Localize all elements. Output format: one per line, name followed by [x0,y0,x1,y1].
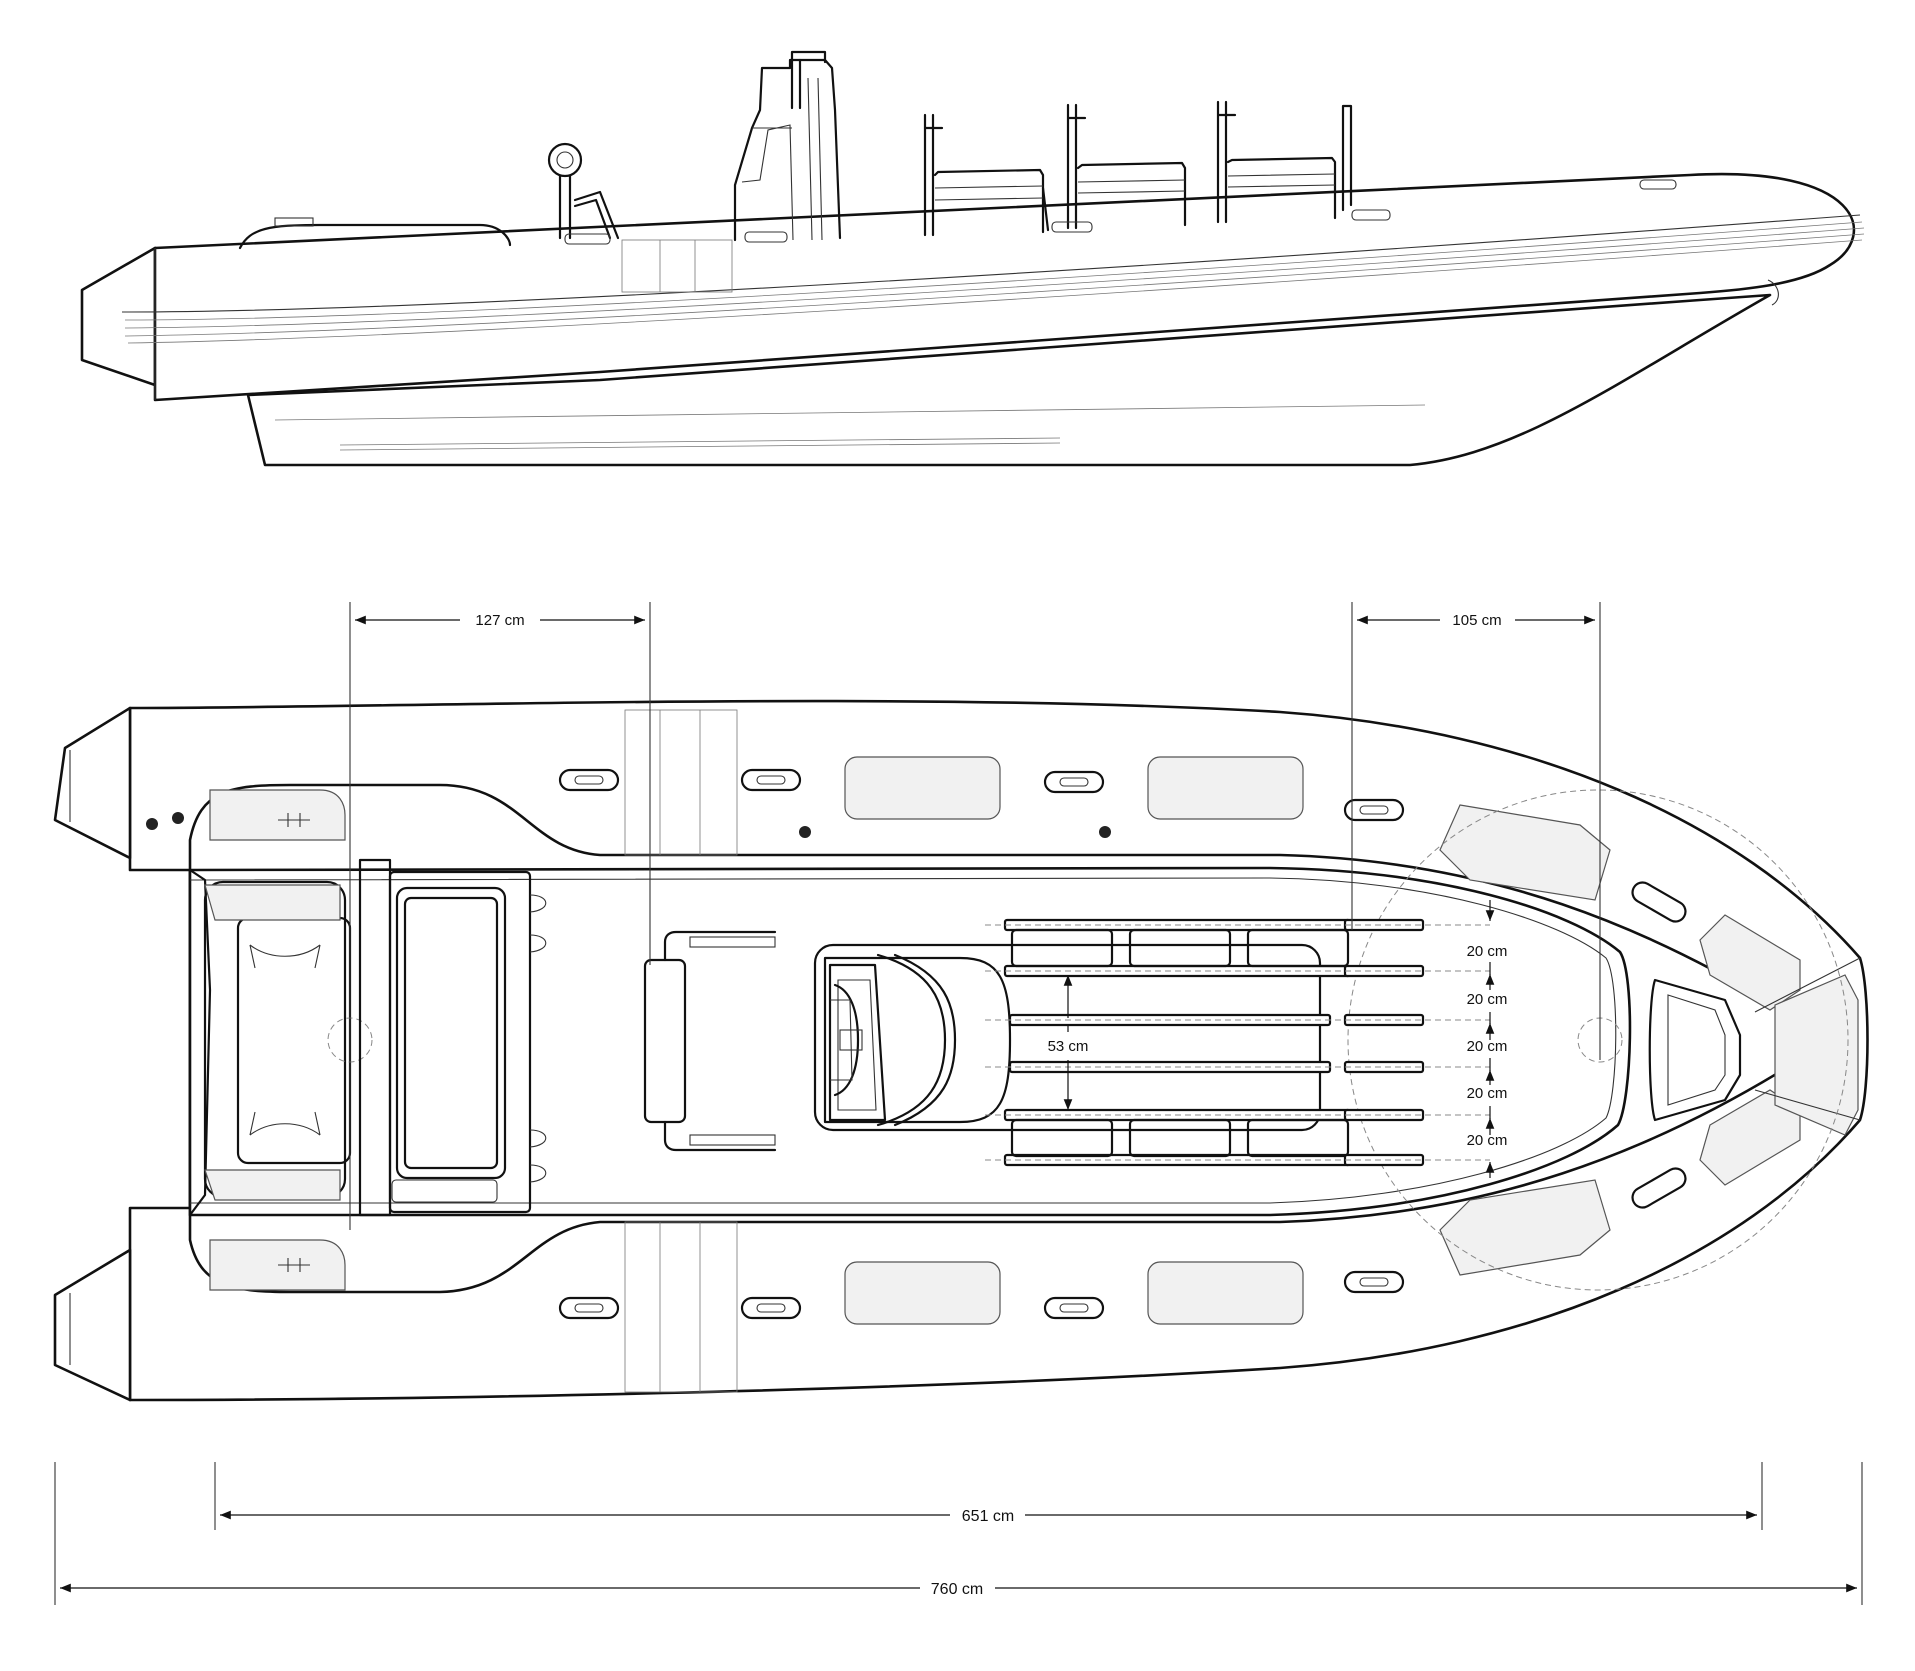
console-side [733,58,842,242]
seat-rails [985,918,1490,1167]
dim-20-label-2: 20 cm [1467,991,1508,1008]
dimension-seat-depth: 53 cm [1048,975,1089,1110]
dim-20-label-4: 20 cm [1467,1085,1508,1102]
dim-651-label: 651 cm [962,1508,1014,1525]
console-top [813,943,1322,1132]
side-tube-body [153,172,1856,402]
dimension-overall-length: 760 cm [54,1462,1863,1605]
dim-127-label: 127 cm [475,612,524,629]
dim-20-label-1: 20 cm [1467,943,1508,960]
dim-105-label: 105 cm [1452,612,1501,629]
side-hull [246,293,1772,467]
tube-handles [146,768,1687,1320]
dimension-rail-spacing: 20 cm 20 cm 20 cm 20 cm 20 cm [1467,900,1508,1178]
side-view [80,50,1865,467]
top-view [53,602,1869,1402]
grip-pads [204,756,1859,1325]
dim-20-label-5: 20 cm [1467,1132,1508,1149]
dim-20-label-3: 20 cm [1467,1038,1508,1055]
dimension-hull-length: 651 cm [214,1462,1763,1530]
side-tube [80,246,157,387]
side-seats [923,100,1677,237]
dim-53-label: 53 cm [1048,1038,1089,1055]
top-deck [188,866,1632,1217]
dimension-stern: 105 cm [1357,612,1595,629]
dimension-bow-locker: 127 cm [355,612,645,629]
dim-760-label: 760 cm [931,1581,983,1598]
